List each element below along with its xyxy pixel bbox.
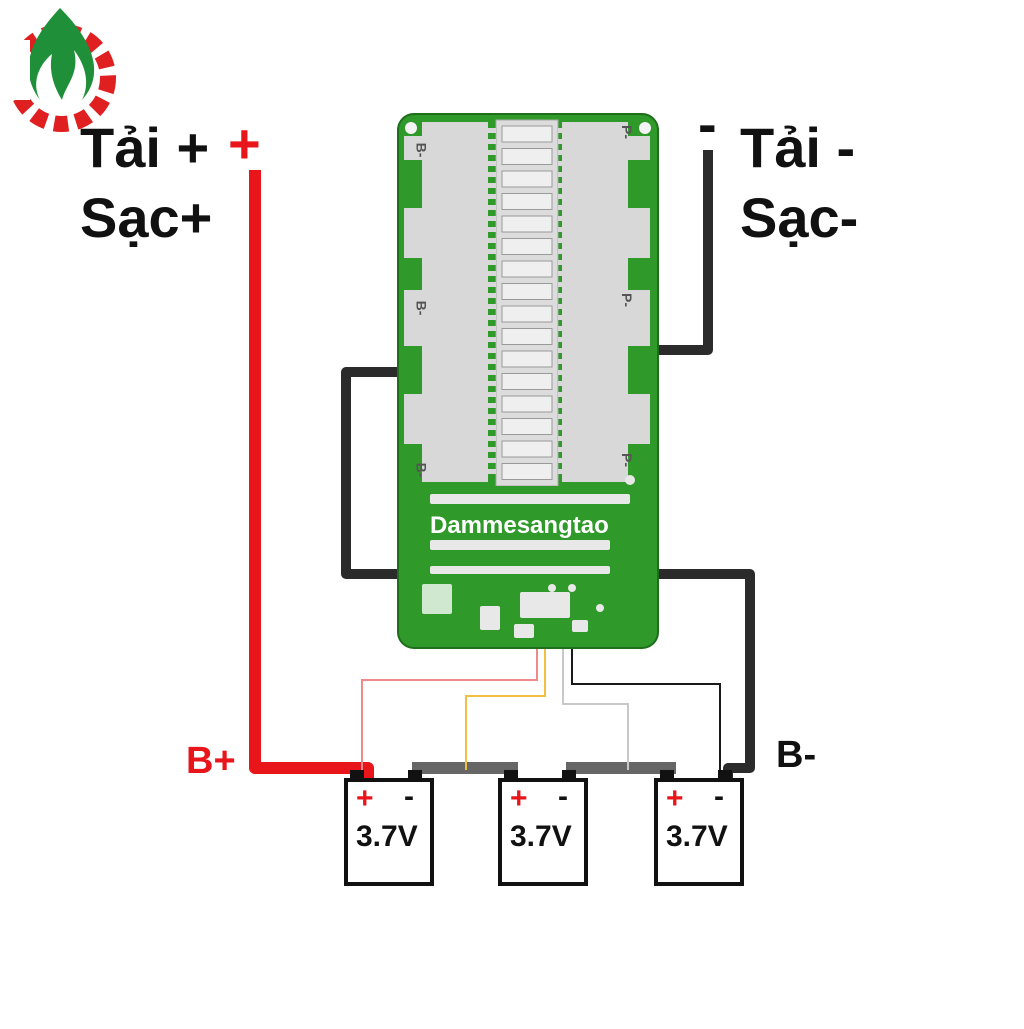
battery-pack [344,770,744,886]
pad-label-p2: P- [619,293,635,307]
board-brand: Dammesangtao [430,512,609,539]
mosfet [501,215,553,233]
mosfet [501,148,553,165]
battery-voltage: 3.7V [666,820,728,853]
pad-label-b3: B- [413,462,430,478]
mosfet [501,170,553,188]
battery-cell [498,770,588,886]
mosfet [501,125,553,143]
mosfet-array [501,125,553,480]
bms-board [397,113,659,649]
positive-wire [249,170,374,780]
pad-label-p1: P- [619,125,635,139]
mosfet [501,193,553,210]
charge-minus-label: Sạc- [740,186,859,249]
mosfet [501,463,553,480]
pad-teeth [488,128,566,474]
charge-plus-label: Sạc+ [80,186,213,249]
balance-wire-red [361,645,538,770]
mosfet [501,283,553,300]
battery-plus-sign: + [510,782,528,815]
mosfet [501,440,553,458]
balance-wire-gray [562,645,629,770]
battery-minus-sign: - [714,780,724,813]
minus-sign-label: - [698,92,717,155]
pad-label-b2: B- [413,300,430,316]
pad-label-p3: P- [619,453,635,467]
battery-minus-sign: - [558,780,568,813]
b-minus-pad [404,122,488,482]
p-minus-pad [562,122,650,482]
balance-wire-black [571,645,721,770]
battery-voltage: 3.7V [510,820,572,853]
load-plus-label: Tải + [80,116,210,179]
battery-cell [344,770,434,886]
b-minus-label: B- [776,734,817,776]
smd-components [422,475,635,638]
mosfet [501,395,553,413]
battery-cell [654,770,744,886]
balance-wire-yellow [465,645,546,770]
battery-plus-sign: + [356,782,374,815]
mosfet [501,260,553,278]
mosfet [501,305,553,323]
plus-sign-label: + [228,112,261,175]
battery-plus-sign: + [666,782,684,815]
battery-minus-sign: - [404,780,414,813]
logo-flame-gear-icon [0,8,116,132]
pad-label-b1: B- [413,142,430,158]
b-minus-wire [341,367,755,780]
mosfet [501,418,553,435]
load-minus-label: Tải - [740,116,856,179]
battery-voltage: 3.7V [356,820,418,853]
mosfet [501,350,553,368]
mosfet [501,373,553,390]
b-plus-label: B+ [186,740,236,782]
mosfet [501,238,553,255]
mosfet [501,328,553,345]
